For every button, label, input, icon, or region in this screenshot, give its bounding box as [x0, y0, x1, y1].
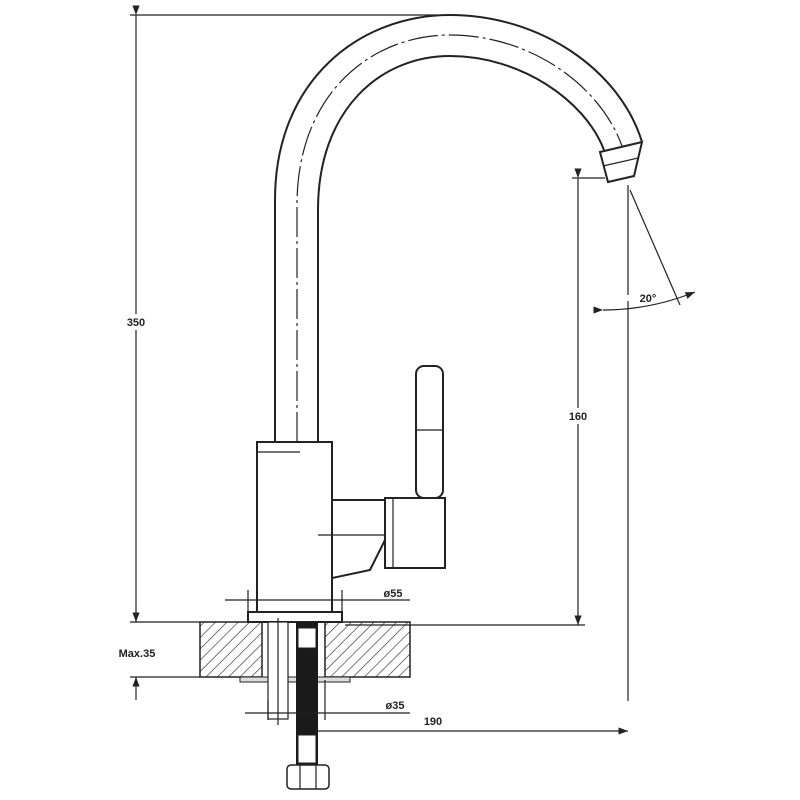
threaded-rod: [296, 622, 318, 767]
hex-nut: [286, 764, 330, 790]
angle-20-label: 20°: [640, 293, 657, 305]
spout: [274, 13, 643, 442]
height-350-label: 350: [127, 317, 145, 329]
nozzle: [598, 140, 644, 184]
diameter-55-label: ø55: [384, 588, 403, 600]
mounting-hardware: [267, 618, 330, 790]
countertop-section: [199, 621, 411, 683]
handle: [384, 365, 446, 569]
reach-190-label: 190: [424, 716, 442, 728]
height-160-label: 160: [569, 411, 587, 423]
max-35-label: Max.35: [119, 648, 156, 660]
diameter-35-label: ø35: [386, 700, 405, 712]
faucet-body: [247, 441, 386, 623]
